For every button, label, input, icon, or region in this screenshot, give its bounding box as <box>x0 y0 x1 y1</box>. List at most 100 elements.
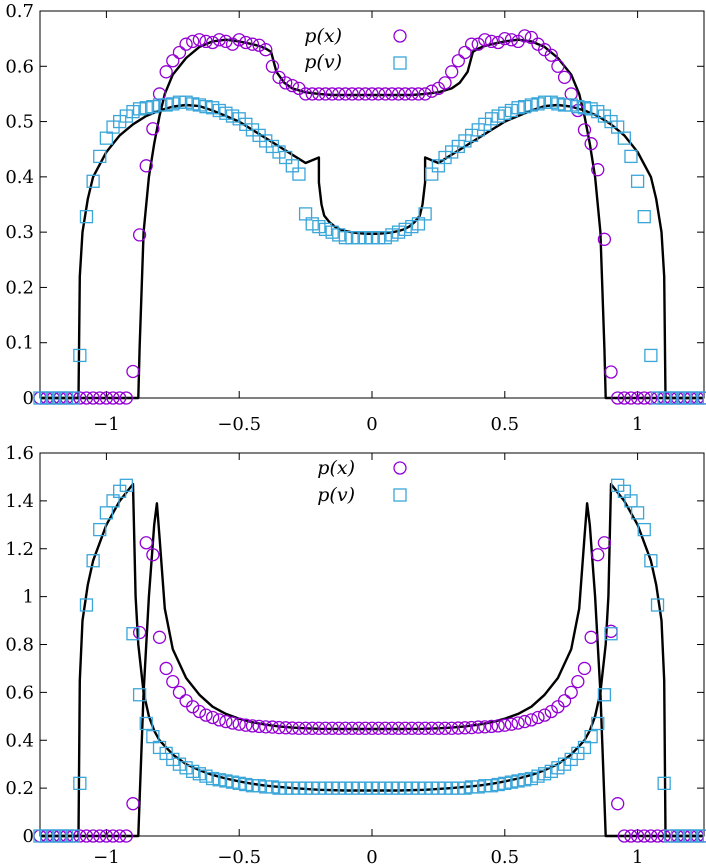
bottom-point-px <box>325 721 339 735</box>
top-point-px <box>305 87 319 101</box>
bottom-point-pv <box>79 598 94 612</box>
bottom-xtick-label: 0.5 <box>490 847 519 866</box>
bottom-point-px <box>106 829 120 843</box>
bottom-point-px <box>259 720 273 734</box>
top-point-px <box>325 87 339 101</box>
top-point-px <box>418 87 432 101</box>
bottom-point-px <box>199 708 213 722</box>
bottom-point-px <box>146 548 160 562</box>
top-ytick-label: 0.7 <box>5 1 34 22</box>
top-point-pv <box>624 149 638 164</box>
top-point-px <box>378 87 392 101</box>
bottom-xtick-label: 0 <box>366 847 377 866</box>
bottom-point-px <box>332 721 346 735</box>
top-point-px <box>458 45 472 60</box>
bottom-ytick-label: 0 <box>23 826 34 847</box>
bottom-xtick-label: −1 <box>93 847 120 866</box>
bottom-point-px <box>338 721 353 735</box>
top-ytick-label: 0 <box>23 388 34 409</box>
top-point-px <box>192 33 207 47</box>
top-point-px <box>544 48 558 62</box>
bottom-point-px <box>219 714 233 729</box>
top-legend-marker-px <box>393 29 407 43</box>
bottom-point-px <box>205 710 220 725</box>
bottom-point-pv <box>697 829 706 843</box>
bottom-point-px <box>611 797 625 811</box>
top-point-pv <box>93 149 107 164</box>
bottom-ytick-label: 1.2 <box>5 539 34 560</box>
bottom-point-pv <box>604 627 618 641</box>
top-point-px <box>411 87 426 101</box>
bottom-point-px <box>577 661 592 676</box>
top-ytick-label: 0.2 <box>5 277 34 298</box>
bottom-point-px <box>630 829 645 843</box>
bottom-ytick-label: 0.8 <box>5 635 34 656</box>
top-point-pv <box>73 348 87 363</box>
top-ytick-label: 0.1 <box>5 333 34 354</box>
top-xtick-label: 1 <box>632 414 643 435</box>
bottom-point-px <box>464 720 479 735</box>
top-point-px <box>332 87 346 101</box>
top-point-px <box>630 391 645 405</box>
bottom-point-px <box>564 685 578 700</box>
bottom-point-px <box>571 674 585 689</box>
top-point-px <box>491 35 505 50</box>
bottom-point-pv <box>644 554 658 568</box>
bottom-point-px <box>637 829 651 843</box>
top-point-pv <box>630 174 645 188</box>
top-point-px <box>498 31 512 46</box>
bottom-point-px <box>544 704 558 719</box>
bottom-point-px <box>411 721 426 735</box>
bottom-point-px <box>212 713 226 727</box>
top-point-px <box>597 232 612 246</box>
bottom-point-px <box>113 829 127 843</box>
top-point-px <box>352 87 366 101</box>
top-point-px <box>318 87 333 101</box>
bottom-point-px <box>172 685 187 700</box>
top-point-px <box>298 87 313 101</box>
top-point-pv <box>697 391 706 405</box>
top-point-px <box>139 159 153 173</box>
top-point-px <box>159 65 173 79</box>
top-point-px <box>471 37 485 51</box>
top-point-px <box>624 391 638 405</box>
top-point-px <box>385 87 399 101</box>
bottom-ytick-label: 1.6 <box>5 443 34 464</box>
bottom-ytick-label: 0.2 <box>5 778 34 799</box>
bottom-point-px <box>524 713 539 727</box>
bottom-point-px <box>159 661 173 676</box>
top-point-pv <box>79 210 94 224</box>
top-point-px <box>172 45 187 60</box>
bottom-point-pv <box>119 478 133 492</box>
bottom-point-px <box>451 721 465 735</box>
bottom-point-px <box>498 718 512 732</box>
top-point-px <box>225 37 240 51</box>
bottom-legend-label-px: p(x) <box>317 457 355 479</box>
bottom-point-px <box>518 714 532 729</box>
bottom-point-px <box>245 719 260 733</box>
top-point-px <box>438 76 452 90</box>
bottom-point-px <box>584 630 598 644</box>
top-point-px <box>186 34 200 49</box>
top-ytick-label: 0.5 <box>5 112 34 133</box>
bottom-point-px <box>79 829 94 843</box>
top-point-px <box>312 87 326 101</box>
bottom-point-px <box>225 716 240 730</box>
top-point-px <box>451 54 465 68</box>
top-point-px <box>604 365 618 379</box>
bottom-point-pv <box>126 627 140 641</box>
bottom-ytick-label: 0.6 <box>5 682 34 703</box>
bottom-point-px <box>371 721 386 735</box>
bottom-point-px <box>650 829 665 843</box>
top-point-pv <box>86 174 100 188</box>
top-xtick-label: −0.5 <box>217 414 261 435</box>
top-point-px <box>132 228 147 242</box>
bottom-point-px <box>119 829 133 843</box>
top-point-px <box>464 37 479 51</box>
bottom-point-px <box>239 718 253 732</box>
bottom-point-pv <box>584 730 598 744</box>
top-legend-marker-pv <box>393 56 407 70</box>
bottom-legend: p(x) p(v) <box>317 457 407 506</box>
bottom-plot-markers <box>33 478 706 843</box>
